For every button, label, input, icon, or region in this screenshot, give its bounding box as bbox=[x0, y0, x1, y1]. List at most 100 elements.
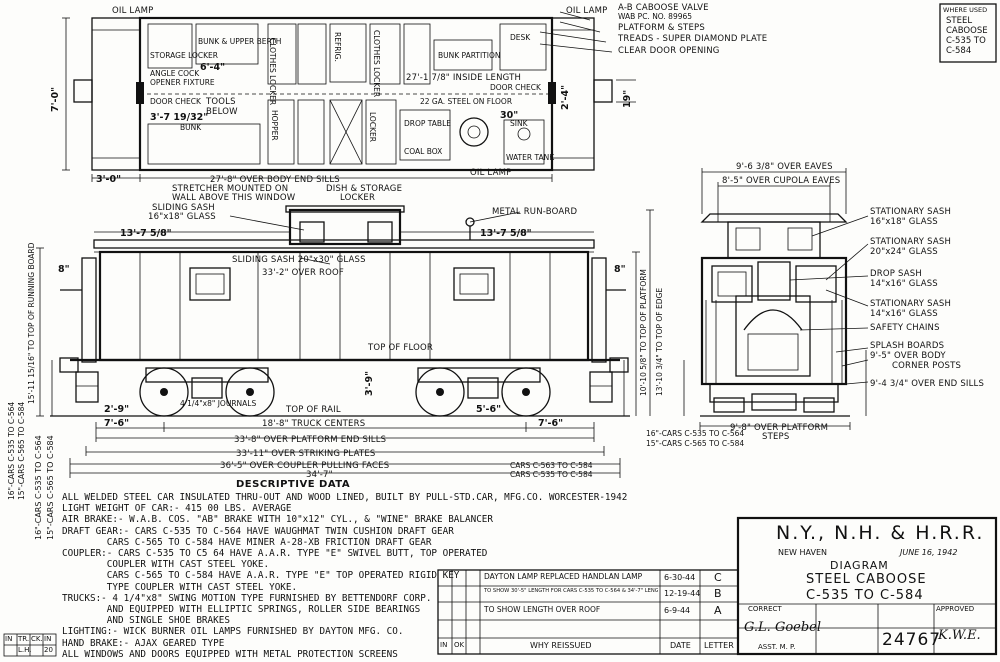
descriptive-line: CARS C-565 TO C-584 HAVE MINER A-28-XB F… bbox=[62, 536, 432, 548]
label-tools: TOOLS bbox=[205, 97, 236, 107]
plan-view bbox=[62, 11, 636, 182]
dim-3-7: 3'-7 19/32" bbox=[150, 112, 208, 123]
desc-side-16: 16"-CARS C-535 TO C-564 bbox=[34, 435, 43, 540]
label-sink: SINK bbox=[510, 119, 529, 128]
label-striking-plates: 33'-11" OVER STRIKING PLATES bbox=[236, 449, 375, 459]
label-platform-steps-b: STEPS bbox=[762, 432, 789, 442]
rev-col-why: WHY REISSUED bbox=[530, 641, 592, 650]
title-railroad: N.Y., N.H. & H.R.R. bbox=[776, 522, 985, 544]
descriptive-line: ALL WINDOWS AND DOORS EQUIPPED WITH META… bbox=[62, 648, 398, 660]
label-clothes-locker-2: CLOTHES LOCKER bbox=[372, 30, 381, 97]
plan-platform-right bbox=[551, 17, 595, 171]
cupola-sash-right bbox=[367, 221, 393, 243]
descriptive-line: HAND BRAKE:- AJAX GEARED TYPE bbox=[62, 637, 225, 649]
label-coal-box: COAL BOX bbox=[404, 147, 442, 156]
truck-left-frame bbox=[145, 367, 269, 383]
label-top-of-rail: TOP OF RAIL bbox=[285, 405, 341, 415]
label-sliding-sash-top: SLIDING SASH bbox=[152, 203, 215, 213]
signoff-in: IN bbox=[5, 635, 13, 643]
label-over-cupola: 8'-5" OVER CUPOLA EAVES bbox=[722, 176, 840, 186]
label-platform-steps: PLATFORM & STEPS bbox=[618, 23, 705, 33]
desk bbox=[499, 23, 547, 71]
plan-coupler-left bbox=[73, 79, 93, 103]
label-platform-steps-dim: 9'-8" OVER PLATFORM bbox=[730, 423, 828, 433]
end-view bbox=[683, 168, 869, 430]
descriptive-line: CARS C-565 TO C-584 HAVE A.A.R. TYPE "E"… bbox=[62, 570, 460, 582]
descriptive-line: TYPE COUPLER WITH CAST STEEL YOKE. bbox=[62, 581, 298, 593]
revision-letter: A bbox=[714, 604, 722, 617]
revision-date: 6-30-44 bbox=[664, 573, 696, 582]
title-subject: STEEL CABOOSE bbox=[806, 572, 927, 587]
truck-right-frame bbox=[417, 367, 541, 383]
revision-text: TO SHOW LENGTH OVER ROOF bbox=[484, 605, 601, 614]
label-refrig: REFRIG. bbox=[333, 32, 342, 62]
label-angle-cock: ANGLE COCK bbox=[150, 69, 200, 78]
label-metal-runboard: METAL RUN-BOARD bbox=[492, 207, 577, 217]
label-sliding-sash-mid: SLIDING SASH 20"x30" GLASS bbox=[232, 255, 366, 265]
revision-date: 12-19-44 bbox=[664, 589, 701, 598]
label-locker: LOCKER bbox=[368, 112, 377, 142]
descriptive-line: AIR BRAKE:- W.A.B. COS. "AB" BRAKE WITH … bbox=[62, 514, 493, 526]
dim-top-platform: 10'-10 5/8" TO TOP OF PLATFORM bbox=[639, 269, 648, 396]
title-city: NEW HAVEN bbox=[778, 548, 827, 557]
title-asst: ASST. M. P. bbox=[758, 643, 796, 651]
label-cars-563: CARS C-563 TO C-584 bbox=[510, 461, 593, 470]
dim-7-6-right: 7'-6" bbox=[538, 418, 563, 429]
title-date: JUNE 16, 1942 bbox=[900, 548, 958, 557]
label-over-end-sills: 27'-8" OVER BODY END SILLS bbox=[210, 175, 340, 185]
signoff-in2: IN bbox=[44, 635, 52, 643]
descriptive-line: LIGHT WEIGHT OF CAR:- 415 00 LBS. AVERAG… bbox=[62, 503, 292, 515]
bunk-partition bbox=[433, 39, 493, 71]
descriptive-line: COUPLER WITH CAST STEEL YOKE. bbox=[62, 559, 270, 571]
stove bbox=[459, 117, 489, 147]
descriptive-line: AND SINGLE SHOE BRAKES bbox=[62, 615, 230, 627]
label-ab-valve-part: WAB PC. NO. 89965 bbox=[618, 12, 692, 21]
corner-line5: C-584 bbox=[946, 46, 972, 56]
title-signature: G.L. Goebel bbox=[744, 620, 822, 635]
revision-date: 6-9-44 bbox=[664, 606, 691, 615]
signoff-lh: L.H. bbox=[18, 646, 32, 654]
label-stretcher-2: WALL ABOVE THIS WINDOW bbox=[172, 193, 296, 203]
label-stat-sash-1: STATIONARY SASH bbox=[870, 207, 951, 217]
lower-bunk bbox=[147, 123, 261, 165]
revision-letter: B bbox=[714, 587, 722, 600]
locker bbox=[365, 99, 397, 165]
label-safety-chains: SAFETY CHAINS bbox=[870, 323, 940, 333]
label-corner-posts-b: CORNER POSTS bbox=[892, 361, 961, 371]
label-journals: 4 1/4"x8" JOURNALS bbox=[180, 399, 256, 408]
dim-7-0: 7'-0" bbox=[50, 87, 61, 112]
corner-line3: CABOOSE bbox=[946, 26, 988, 36]
descriptive-line: ALL WELDED STEEL CAR INSULATED THRU-OUT … bbox=[62, 492, 628, 503]
end-door bbox=[735, 295, 811, 377]
side-window-right bbox=[453, 267, 495, 301]
signoff-20: 20 bbox=[44, 646, 53, 654]
label-tools-below: BELOW bbox=[206, 107, 238, 117]
label-desk: DESK bbox=[510, 33, 531, 42]
label-water-tank: WATER TANK bbox=[506, 153, 555, 162]
dim-13-7-left: 13'-7 5/8" bbox=[120, 228, 172, 239]
signoff-frame bbox=[3, 633, 57, 657]
signoff-tr: TR. bbox=[18, 635, 30, 643]
roof-runboard bbox=[93, 239, 595, 249]
coupler-right-side bbox=[609, 357, 629, 373]
label-stat-sash-2-glass: 20"x24" GLASS bbox=[870, 247, 938, 257]
rev-col-date: DATE bbox=[670, 641, 691, 650]
label-bunk-lower: BUNK bbox=[180, 123, 202, 132]
label-stat-sash-2: STATIONARY SASH bbox=[870, 237, 951, 247]
label-dish-locker: LOCKER bbox=[340, 193, 375, 203]
descriptive-line: AND EQUIPPED WITH ELLIPTIC SPRINGS, ROLL… bbox=[62, 604, 421, 616]
plan-view-labels: OIL LAMP OIL LAMP A-B CABOOSE VALVE WAB … bbox=[50, 3, 767, 203]
signoff-ck: CK. bbox=[31, 635, 43, 643]
dim-3-9: 3'-9" bbox=[364, 371, 375, 396]
dim-top-running-board: 15'-11 15/16" TO TOP OF RUNNING BOARD bbox=[27, 242, 36, 404]
bunk-upper-berth bbox=[195, 23, 259, 65]
corner-tag-frame bbox=[939, 3, 997, 63]
label-length-34-7: 34'-7" bbox=[306, 470, 333, 480]
descriptive-data-title: DESCRIPTIVE DATA bbox=[236, 479, 351, 490]
dim-13-7-right: 13'-7 5/8" bbox=[480, 228, 532, 239]
coupler-left-side bbox=[59, 357, 79, 373]
corner-where-used: WHERE USED bbox=[943, 6, 988, 14]
dim-6-4: 6'-4" bbox=[200, 62, 225, 73]
